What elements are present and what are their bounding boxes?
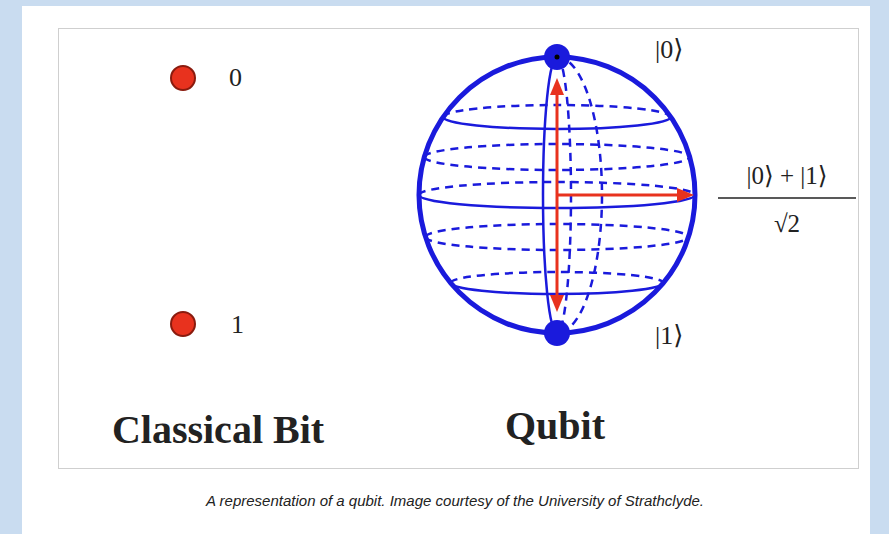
pole-dot: [544, 320, 570, 346]
fraction-bar: [718, 197, 856, 199]
figure-caption: A representation of a qubit. Image court…: [206, 493, 704, 508]
bit-value: 0: [229, 65, 242, 91]
bloch-sphere: [419, 57, 695, 333]
page-panel: [22, 6, 870, 534]
state-label: |1⟩: [655, 323, 683, 349]
panel-title: Classical Bit: [112, 410, 324, 450]
state-label: |0⟩: [655, 37, 683, 63]
state-arrows: [550, 78, 694, 312]
pole-mark: [555, 55, 560, 60]
state-label: √2: [774, 211, 800, 236]
bit-dot: [171, 66, 195, 90]
pole-dot: [544, 44, 570, 70]
panel-title: Qubit: [505, 406, 605, 446]
bit-value: 1: [231, 312, 244, 338]
state-label: |0⟩ + |1⟩: [746, 163, 827, 188]
bit-dot: [171, 312, 195, 336]
figure-frame: [59, 29, 859, 469]
